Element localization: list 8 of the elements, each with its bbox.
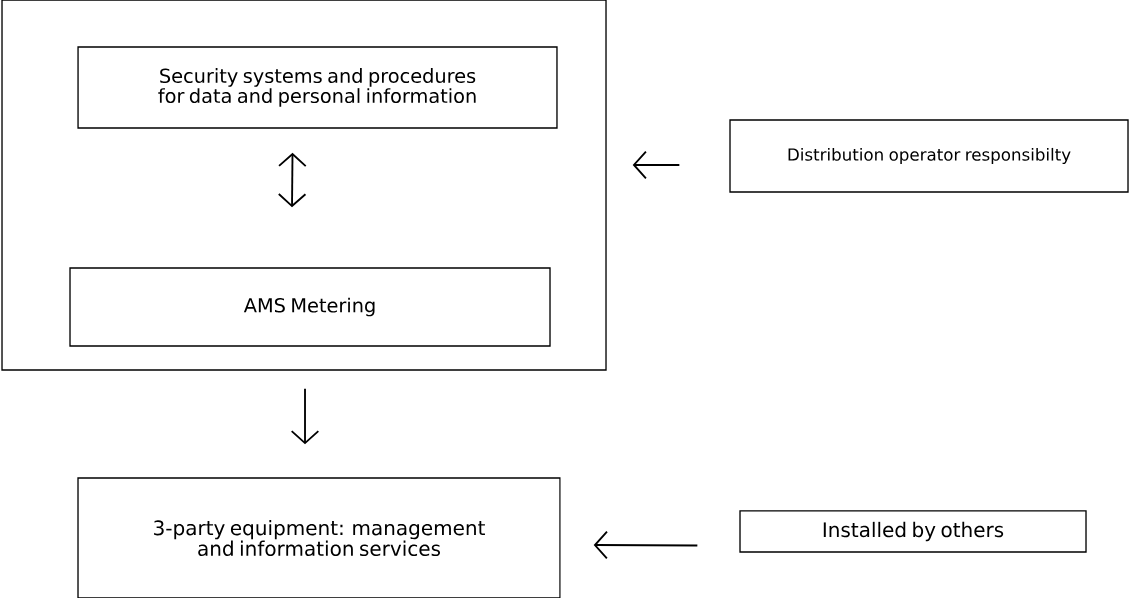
container-box xyxy=(1,0,607,371)
text-box: Installed by others xyxy=(739,510,1087,553)
arrow xyxy=(593,530,699,560)
text-box: Security systems and procedures for data and personal information xyxy=(77,46,558,129)
arrow xyxy=(290,387,320,445)
text-box: 3-party equipment: management and information services xyxy=(77,477,561,598)
text-box: AMS Metering xyxy=(69,267,551,347)
text-box: Distribution operator responsibilty xyxy=(729,119,1129,193)
